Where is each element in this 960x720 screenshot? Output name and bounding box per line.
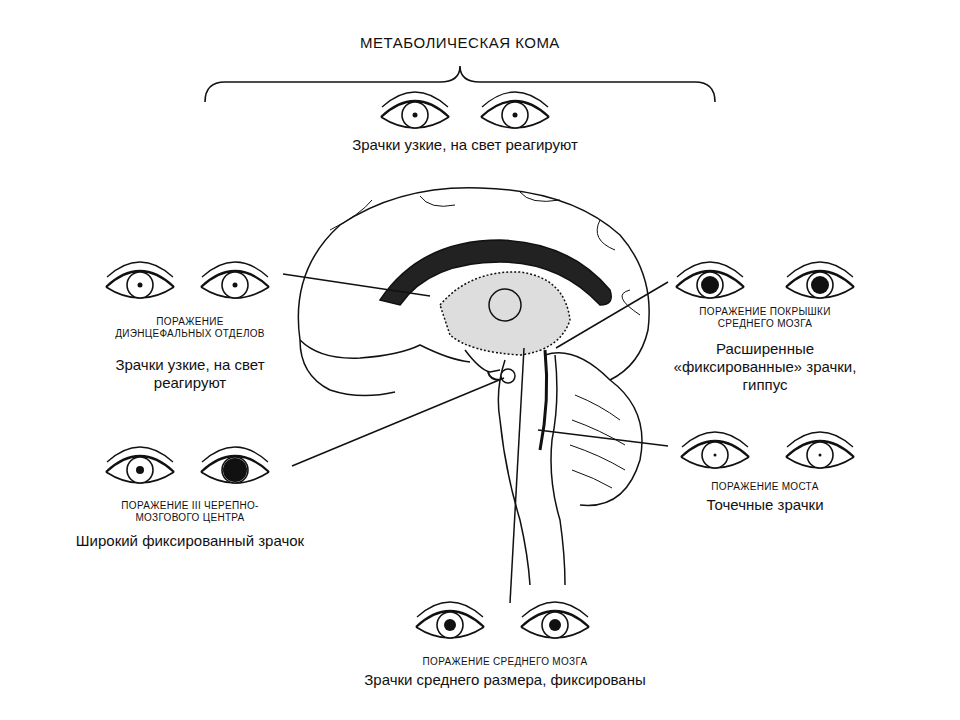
lesion-heading: ПОРАЖЕНИЕ МОСТА: [665, 481, 865, 493]
lesion-heading: ПОРАЖЕНИЕ III ЧЕРЕПНО-МОЗГОВОГО ЦЕНТРА: [100, 500, 280, 523]
lesion-heading: ПОРАЖЕНИЕ ПОКРЫШКИ СРЕДНЕГО МОЗГА: [680, 306, 850, 329]
lesion-heading: ПОРАЖЕНИЕ СРЕДНЕГО МОЗГА: [355, 656, 655, 668]
brain-section: [298, 188, 649, 585]
pupil-description: Точечные зрачки: [655, 496, 875, 514]
pupil-description: Расширенные «фиксированные» зрачки, гипп…: [655, 340, 875, 394]
leader-line: [283, 274, 668, 603]
pupil-description: Широкий фиксированный зрачок: [65, 532, 315, 550]
lesion-heading: ПОРАЖЕНИЕ ДИЭНЦЕФАЛЬНЫХ ОТДЕЛОВ: [115, 316, 265, 339]
bracket: [205, 66, 715, 102]
title: МЕТАБОЛИЧЕСКАЯ КОМА: [260, 34, 660, 52]
pupil-description: Зрачки узкие, на свет реагируют: [255, 136, 675, 154]
pupil-description: Зрачки среднего размера, фиксированы: [290, 671, 720, 689]
pupil-description: Зрачки узкие, на свет реагируют: [80, 356, 300, 392]
